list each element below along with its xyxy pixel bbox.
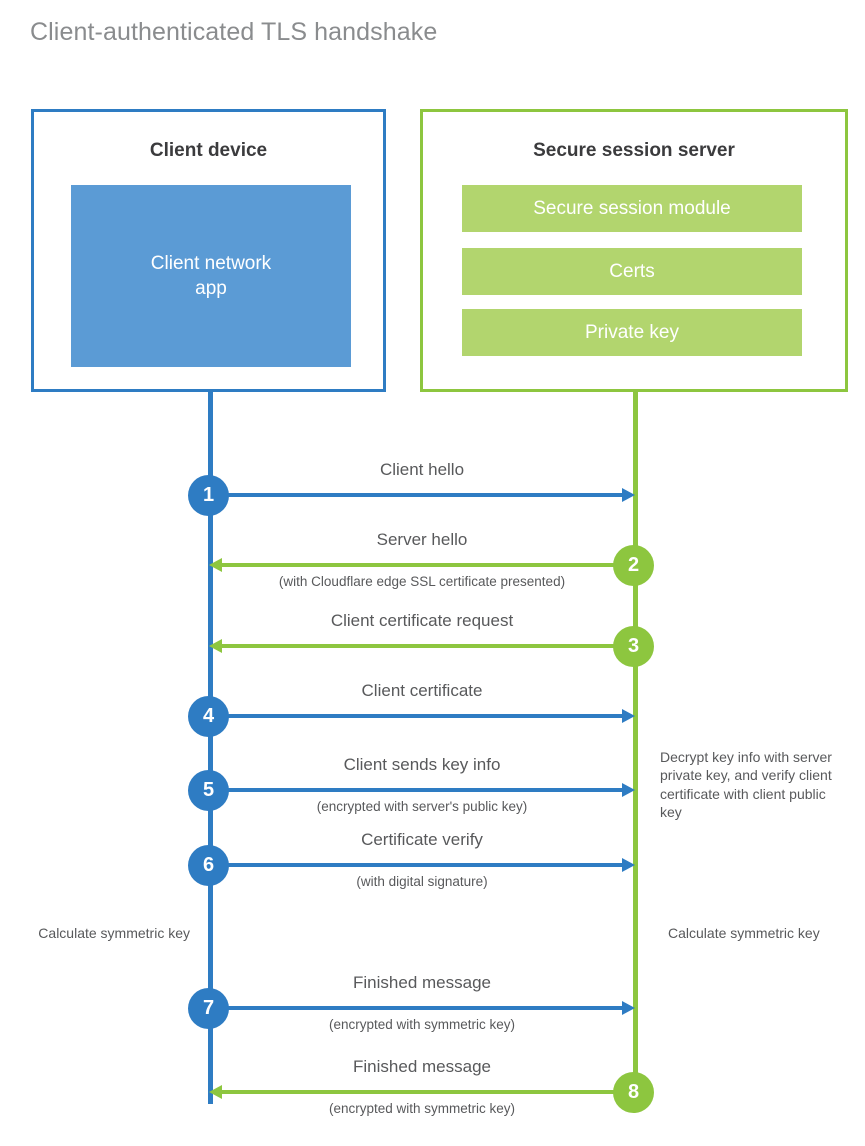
server-component-certs: Certs bbox=[462, 248, 802, 295]
arrow-shaft-2 bbox=[222, 563, 635, 567]
step-badge-6: 6 bbox=[188, 845, 229, 886]
secure-session-server-box: Secure session server Secure session mod… bbox=[420, 109, 848, 392]
message-label-2: Server hello bbox=[376, 530, 468, 549]
step-badge-1: 1 bbox=[188, 475, 229, 516]
step-badge-3: 3 bbox=[613, 626, 654, 667]
arrow-shaft-5 bbox=[210, 788, 626, 792]
message-sub-6: (with digital signature) bbox=[356, 874, 488, 889]
message-label-4: Client certificate bbox=[361, 681, 483, 700]
arrow-head-left-icon bbox=[209, 558, 222, 572]
step-badge-7: 7 bbox=[188, 988, 229, 1029]
arrow-head-right-icon bbox=[622, 488, 635, 502]
step-badge-8: 8 bbox=[613, 1072, 654, 1113]
note-decrypt-key-info: Decrypt key info with server private key… bbox=[660, 749, 832, 821]
client-network-app-block: Client network app bbox=[71, 185, 351, 367]
arrow-head-right-icon bbox=[622, 783, 635, 797]
client-device-title: Client device bbox=[149, 140, 268, 161]
secure-session-server-title: Secure session server bbox=[533, 140, 735, 161]
arrow-head-left-icon bbox=[209, 639, 222, 653]
arrow-shaft-3 bbox=[222, 644, 635, 648]
message-label-8: Finished message bbox=[353, 1057, 491, 1076]
message-sub-2: (with Cloudflare edge SSL certificate pr… bbox=[278, 574, 566, 589]
arrow-shaft-6 bbox=[210, 863, 626, 867]
server-lifeline bbox=[633, 392, 638, 1092]
message-label-7: Finished message bbox=[353, 973, 491, 992]
step-badge-4: 4 bbox=[188, 696, 229, 737]
message-label-5: Client sends key info bbox=[343, 755, 501, 774]
message-sub-7: (encrypted with symmetric key) bbox=[328, 1017, 516, 1032]
arrow-shaft-1 bbox=[210, 493, 626, 497]
arrow-shaft-4 bbox=[210, 714, 626, 718]
message-label-3: Client certificate request bbox=[330, 611, 514, 630]
message-label-1: Client hello bbox=[379, 460, 465, 479]
message-label-6: Certificate verify bbox=[361, 830, 483, 849]
note-calculate-symmetric-key-server: Calculate symmetric key bbox=[668, 925, 820, 941]
server-component-private-key: Private key bbox=[462, 309, 802, 356]
arrow-shaft-7 bbox=[210, 1006, 626, 1010]
message-sub-8: (encrypted with symmetric key) bbox=[328, 1101, 516, 1116]
arrow-shaft-8 bbox=[222, 1090, 635, 1094]
client-device-box: Client device Client network app bbox=[31, 109, 386, 392]
arrow-head-right-icon bbox=[622, 1001, 635, 1015]
arrow-head-right-icon bbox=[622, 709, 635, 723]
arrow-head-right-icon bbox=[622, 858, 635, 872]
message-sub-5: (encrypted with server's public key) bbox=[316, 799, 528, 814]
step-badge-2: 2 bbox=[613, 545, 654, 586]
step-badge-5: 5 bbox=[188, 770, 229, 811]
server-component-secure-session-module: Secure session module bbox=[462, 185, 802, 232]
arrow-head-left-icon bbox=[209, 1085, 222, 1099]
note-calculate-symmetric-key-client: Calculate symmetric key bbox=[38, 925, 190, 941]
client-lifeline bbox=[208, 392, 213, 1104]
page-title: Client-authenticated TLS handshake bbox=[30, 18, 438, 46]
